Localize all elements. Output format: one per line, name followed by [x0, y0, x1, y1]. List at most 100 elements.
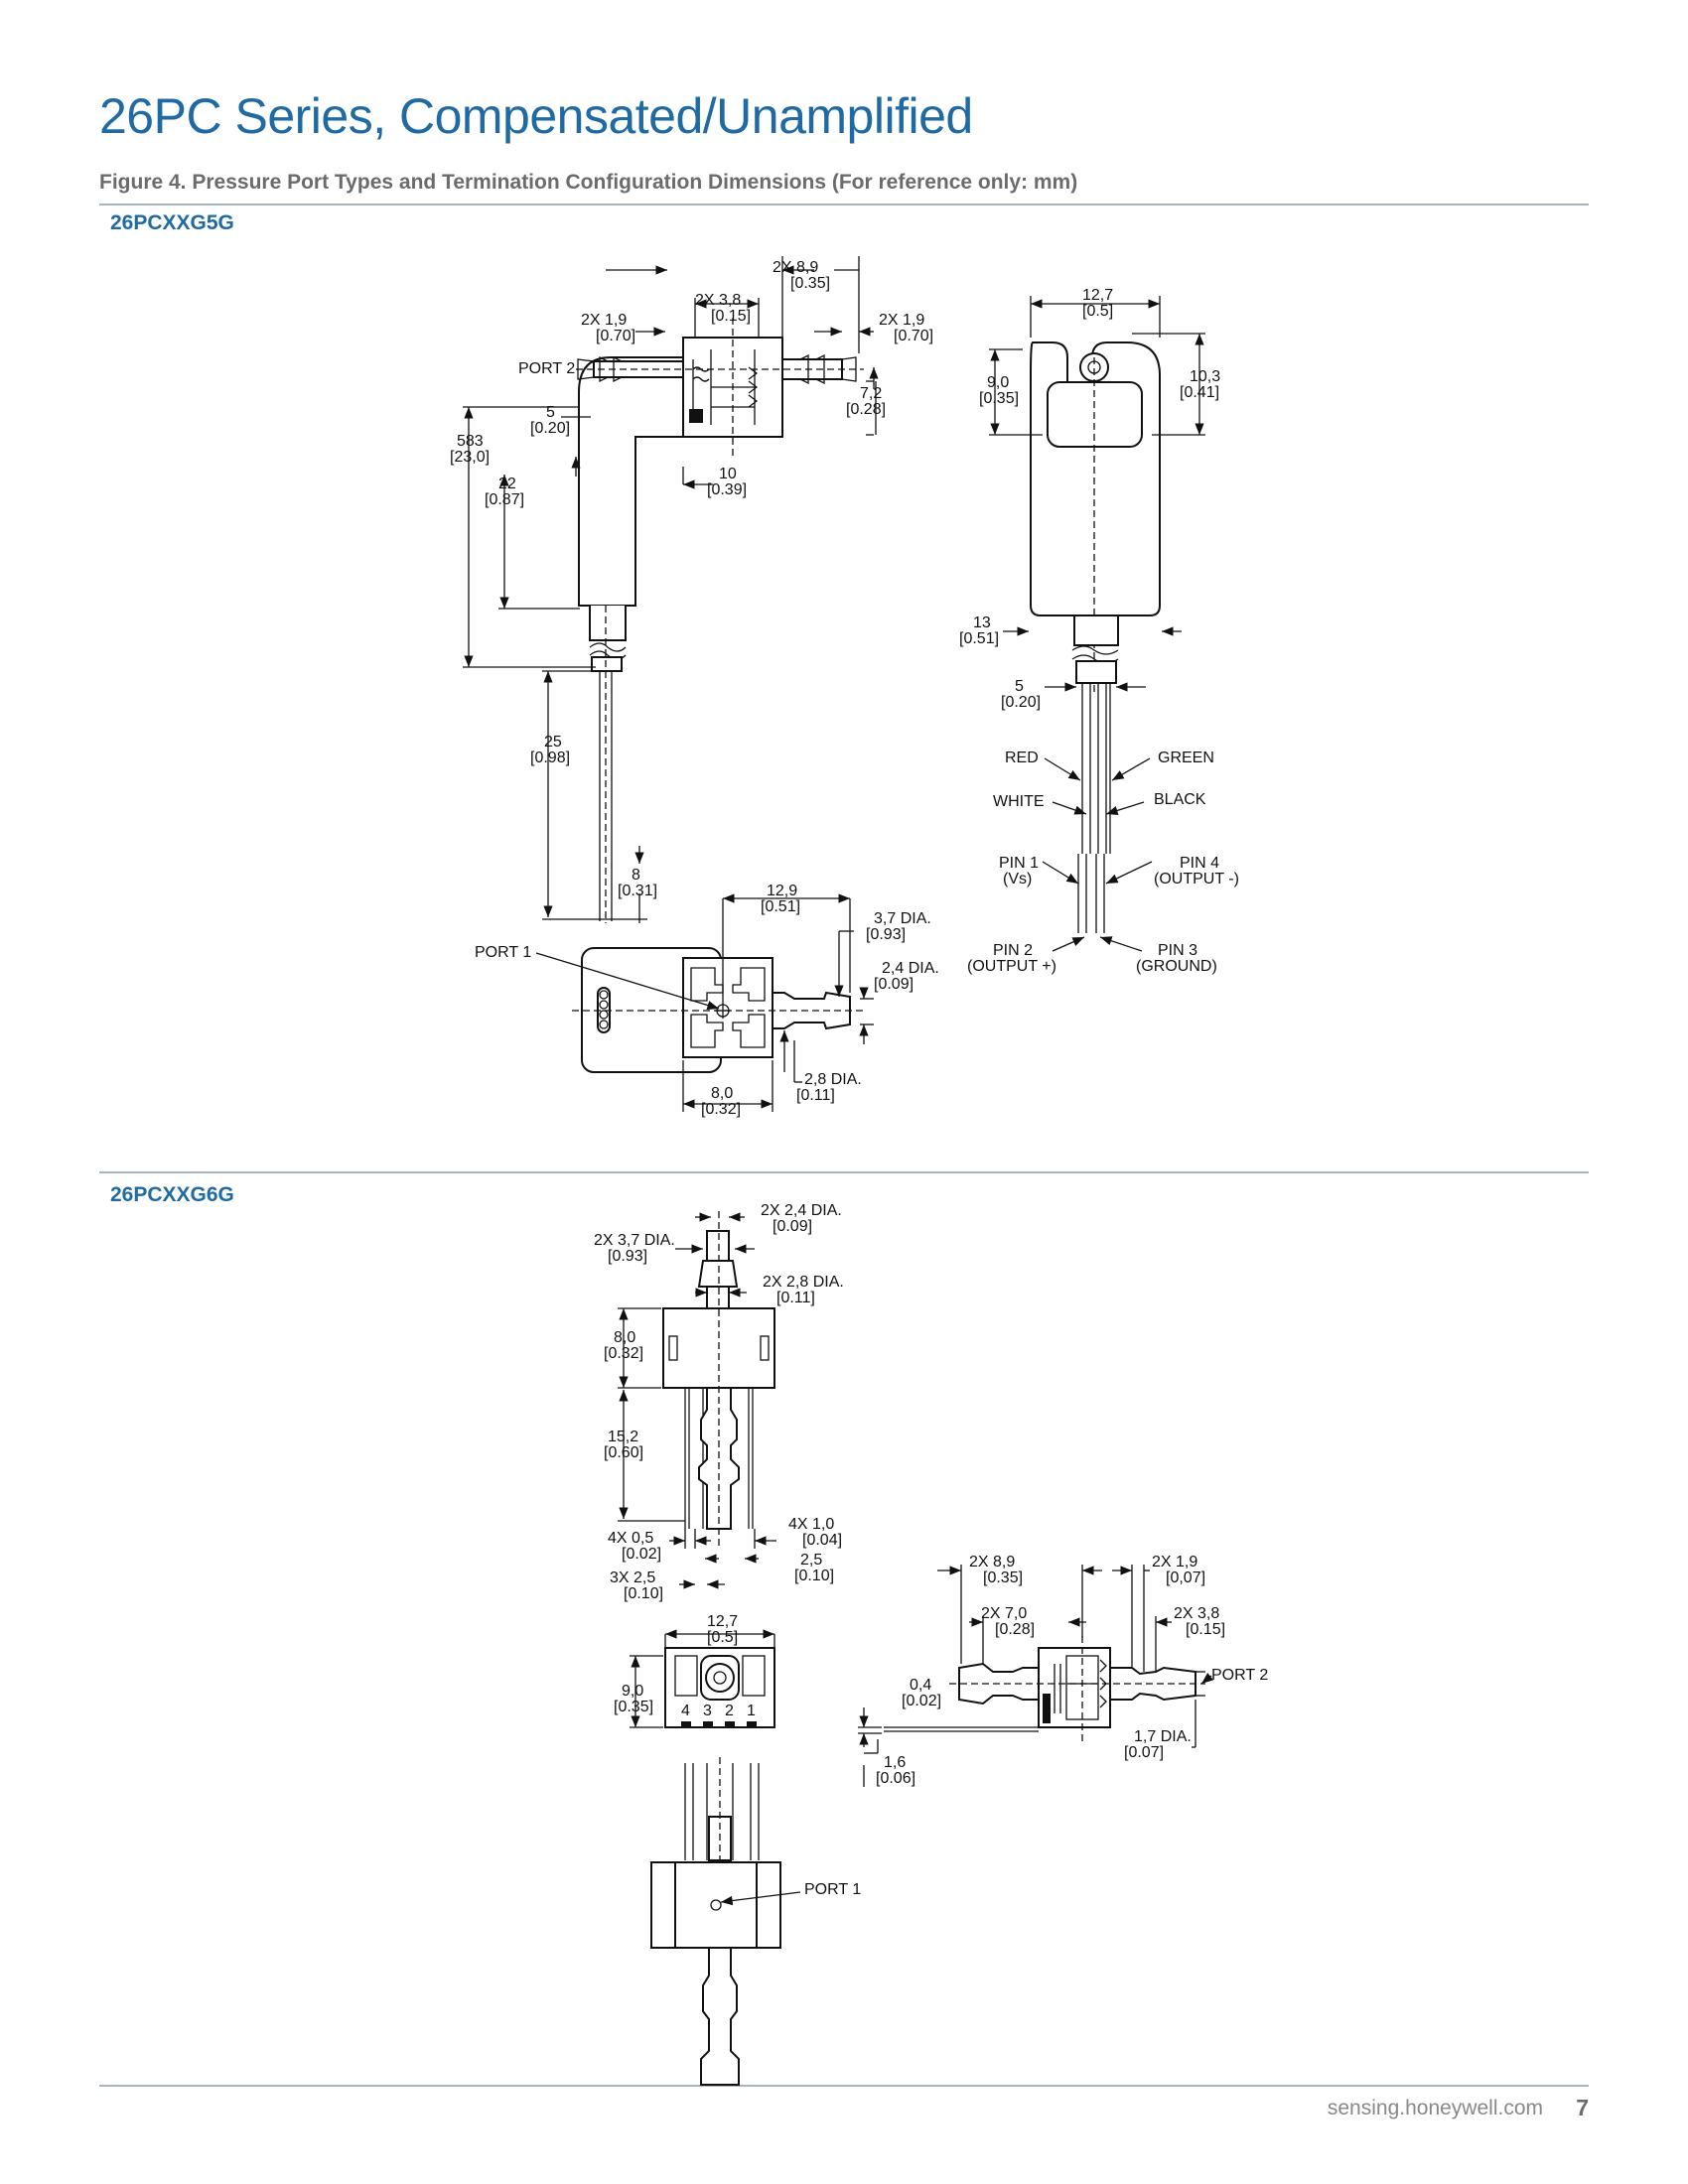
g5g-top-view	[535, 893, 874, 1112]
dim-10-3: 10,3	[1190, 368, 1221, 385]
dim-12-7: 12,7	[1082, 287, 1114, 304]
dim-4x0-5-in: [0.02]	[622, 1546, 662, 1563]
pin-1-label: PIN 1	[999, 855, 1040, 872]
pin-1-sub: (Vs)	[1003, 871, 1033, 887]
dim-8-0-in: [0.32]	[701, 1101, 742, 1118]
dim-12-7-g6: 12,7	[707, 1613, 739, 1630]
dim-15-2: 15,2	[608, 1429, 639, 1445]
pin-3-label: PIN 3	[1158, 942, 1198, 959]
dim-22: 22	[498, 476, 516, 492]
dim-25: 25	[544, 734, 562, 751]
g6g-side-view	[618, 1211, 776, 1589]
dim-3-7-dia-in: [0.93]	[866, 926, 907, 943]
dim-0-4: 0,4	[910, 1677, 932, 1694]
dim-8-0-g6: 8,0	[614, 1329, 636, 1346]
dim-2x3-7-dia: 2X 3,7 DIA.	[594, 1232, 675, 1249]
dim-2x8-9: 2X 8,9	[773, 259, 819, 276]
dim-5b: 5	[1015, 678, 1024, 695]
dim-13-in: [0.51]	[959, 630, 1000, 647]
dim-2x2-4-dia-in: [0.09]	[773, 1218, 813, 1235]
caption-rule	[99, 204, 1589, 205]
dim-12-7-in: [0.5]	[1082, 303, 1114, 320]
dim-2x8-9-in: [0.35]	[790, 275, 831, 292]
dim-8-0: 8,0	[711, 1085, 734, 1102]
dim-10-in: [0.39]	[707, 481, 748, 498]
dim-9-0-g6-in: [0.35]	[614, 1699, 654, 1715]
wire-green-label: GREEN	[1158, 750, 1214, 766]
dim-583-in: [23,0]	[450, 449, 491, 466]
dim-12-7-g6-in: [0.5]	[707, 1629, 739, 1646]
dim-2x2-8-dia: 2X 2,8 DIA.	[763, 1274, 844, 1291]
dim-0-4-in: [0.02]	[902, 1693, 942, 1709]
port-2-label: PORT 2	[518, 360, 576, 377]
dim-12-9-in: [0.51]	[761, 898, 801, 915]
dim-2-4-dia-in: [0.09]	[874, 976, 914, 993]
pin-2-sub: (OUTPUT +)	[967, 958, 1056, 975]
dim-3-7-dia: 3,7 DIA.	[874, 910, 931, 927]
dim-2x2-4-dia: 2X 2,4 DIA.	[761, 1202, 842, 1219]
dim-5b-in: [0.20]	[1001, 694, 1042, 711]
dim-2x8-9-g6-in: [0.35]	[983, 1570, 1024, 1586]
g5g-front-view	[989, 296, 1205, 952]
dim-2-4-dia: 2,4 DIA.	[882, 960, 939, 977]
page-title: 26PC Series, Compensated/Unamplified	[99, 88, 973, 144]
dim-7-2: 7,2	[860, 385, 883, 402]
dim-2-5-in: [0.10]	[794, 1568, 835, 1584]
port-2-label-g6: PORT 2	[1211, 1667, 1269, 1684]
pin-4-label: PIN 4	[1180, 855, 1220, 872]
pin-2-label: PIN 2	[993, 942, 1034, 959]
dim-9-0-in: [0.35]	[979, 390, 1020, 407]
dim-2x2-8-dia-in: [0.11]	[776, 1290, 815, 1306]
pin-number-4: 4	[681, 1703, 690, 1719]
dim-1-6-in: [0.06]	[876, 1770, 916, 1787]
dim-2x3-8-g6-in: [0.15]	[1186, 1621, 1226, 1638]
dim-10: 10	[719, 466, 737, 482]
dim-9-0-g6: 9,0	[622, 1683, 644, 1700]
section-title-g6g: 26PCXXG6G	[110, 1183, 234, 1206]
dim-2x3-8: 2X 3,8	[695, 292, 742, 309]
footer-url[interactable]: sensing.honeywell.com	[1327, 2097, 1543, 2119]
g6g-horizontal-view	[858, 1565, 1214, 1787]
dim-22-in: [0.87]	[485, 491, 525, 508]
dim-25-in: [0.98]	[530, 750, 571, 766]
g5g-side-view	[463, 256, 879, 923]
dim-2x7-0: 2X 7,0	[981, 1605, 1028, 1622]
dim-9-0: 9,0	[987, 374, 1010, 391]
dim-5-in: [0.20]	[530, 420, 571, 437]
dim-2x8-9-g6: 2X 8,9	[969, 1554, 1016, 1570]
wire-black-label: BLACK	[1154, 791, 1206, 808]
dim-8-in: [0.31]	[618, 883, 658, 899]
wire-red-label: RED	[1005, 750, 1039, 766]
dim-2x3-8-in: [0.15]	[711, 308, 752, 325]
dim-10-3-in: [0.41]	[1180, 384, 1220, 401]
dim-2x1-9-left: 2X 1,9	[581, 312, 628, 329]
dim-4x1-0: 4X 1,0	[788, 1516, 835, 1533]
footer-rule	[99, 2085, 1589, 2087]
pin-4-sub: (OUTPUT -)	[1154, 871, 1239, 887]
pin-number-2: 2	[725, 1703, 734, 1719]
section-divider	[99, 1171, 1589, 1173]
dim-2x1-9-g6: 2X 1,9	[1152, 1554, 1198, 1570]
dim-4x0-5: 4X 0,5	[608, 1530, 654, 1547]
wire-white-label: WHITE	[993, 793, 1045, 810]
dim-12-9: 12,9	[767, 883, 798, 899]
dim-2-5: 2,5	[800, 1552, 823, 1569]
dim-1-7-dia-in: [0.07]	[1124, 1744, 1165, 1761]
port-1-label-g6: PORT 1	[804, 1881, 862, 1898]
dim-7-2-in: [0.28]	[846, 401, 887, 418]
dim-1-7-dia: 1,7 DIA.	[1134, 1728, 1192, 1745]
dim-2-8-dia: 2,8 DIA.	[804, 1071, 862, 1088]
dim-13: 13	[973, 614, 991, 631]
dim-3x2-5-in: [0.10]	[624, 1585, 664, 1602]
dim-2-8-dia-in: [0.11]	[796, 1087, 835, 1104]
dim-5: 5	[546, 404, 555, 421]
dim-3x2-5: 3X 2,5	[610, 1570, 656, 1586]
g6g-end-view	[630, 1629, 801, 2086]
dim-15-2-in: [0.60]	[604, 1444, 644, 1461]
dim-2x1-9-g6-in: [0,07]	[1166, 1570, 1206, 1586]
dim-1-6: 1,6	[884, 1754, 907, 1771]
port-1-label: PORT 1	[475, 944, 532, 961]
dim-4x1-0-in: [0.04]	[802, 1532, 843, 1549]
section-title-g5g: 26PCXXG5G	[110, 211, 234, 234]
